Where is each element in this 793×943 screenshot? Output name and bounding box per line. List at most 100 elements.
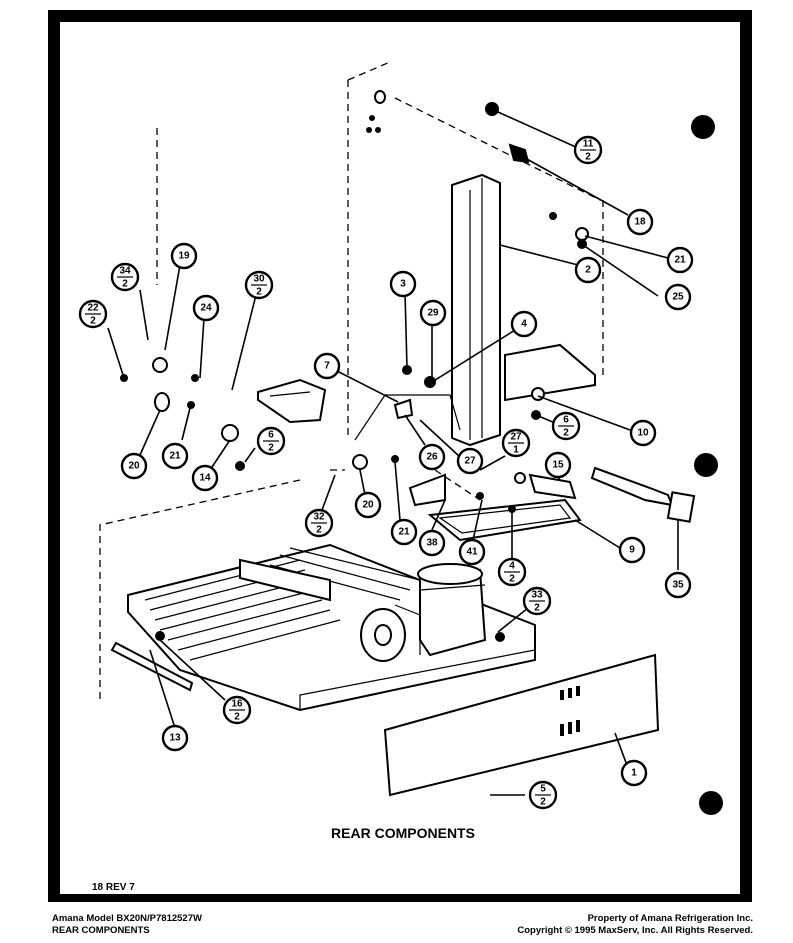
punch-hole-middle [694, 453, 718, 477]
punch-hole-top [691, 115, 715, 139]
callout-9: 9 [618, 536, 646, 564]
svg-text:2: 2 [268, 443, 274, 454]
footer-model: Amana Model BX20N/P7812527W [52, 913, 202, 924]
fraction-callouts: 112 342 302 222 62 62 271 322 42 332 162… [78, 135, 603, 810]
callout-35: 35 [664, 571, 692, 599]
callout-27-1: 271 [501, 428, 531, 458]
callout-29: 29 [419, 299, 447, 327]
svg-text:2: 2 [122, 279, 128, 290]
callout-21-center: 21 [390, 518, 418, 546]
callout-26: 26 [418, 443, 446, 471]
leader-lines [107, 111, 679, 796]
callout-6-2-right: 62 [551, 411, 581, 441]
svg-text:1: 1 [631, 768, 637, 779]
svg-text:14: 14 [199, 473, 211, 484]
revision-label: 18 REV 7 [92, 882, 135, 893]
svg-text:29: 29 [427, 308, 439, 319]
svg-text:34: 34 [119, 266, 131, 277]
svg-text:22: 22 [87, 303, 99, 314]
bracket-part-15 [528, 473, 577, 500]
callout-30-2: 302 [244, 270, 274, 300]
svg-text:7: 7 [324, 361, 330, 372]
svg-text:41: 41 [466, 547, 478, 558]
svg-text:21: 21 [169, 451, 181, 462]
callout-20-center: 20 [354, 491, 382, 519]
svg-text:25: 25 [672, 292, 684, 303]
svg-text:20: 20 [362, 500, 374, 511]
svg-text:3: 3 [400, 279, 406, 290]
svg-text:2: 2 [585, 152, 591, 163]
callout-41: 41 [458, 538, 486, 566]
condenser-coil [144, 547, 421, 661]
svg-text:4: 4 [509, 561, 515, 572]
svg-text:2: 2 [509, 574, 515, 585]
rear-access-panel-part-1 [383, 653, 660, 797]
svg-text:6: 6 [268, 430, 274, 441]
callout-32-2: 322 [304, 508, 334, 538]
fan-shroud [257, 378, 327, 424]
duct-panel [354, 343, 596, 441]
svg-text:2: 2 [563, 428, 569, 439]
svg-text:2: 2 [534, 603, 540, 614]
footer-copyright: Copyright © 1995 MaxServ, Inc. All Right… [517, 925, 753, 936]
callout-4-2: 42 [497, 557, 527, 587]
svg-text:35: 35 [672, 580, 684, 591]
svg-text:2: 2 [234, 712, 240, 723]
callout-20-left: 20 [120, 452, 148, 480]
svg-text:4: 4 [521, 319, 527, 330]
punch-hole-bottom [699, 791, 723, 815]
svg-text:19: 19 [178, 251, 190, 262]
part-callouts: 1 2 3 4 7 9 10 13 14 15 18 19 20 20 21 2… [120, 208, 694, 787]
callout-15: 15 [544, 451, 572, 479]
callout-38: 38 [418, 529, 446, 557]
svg-text:18: 18 [634, 217, 646, 228]
callout-18: 18 [626, 208, 654, 236]
footer-section: REAR COMPONENTS [52, 925, 150, 936]
vertical-channel-part-2 [451, 173, 501, 447]
callout-14: 14 [191, 464, 219, 492]
svg-text:9: 9 [629, 545, 635, 556]
page-frame [48, 10, 752, 902]
callout-16-2: 162 [222, 695, 252, 725]
callout-21-left: 21 [161, 442, 189, 470]
svg-text:21: 21 [674, 255, 686, 266]
callout-1: 1 [620, 759, 648, 787]
svg-text:30: 30 [253, 274, 265, 285]
svg-text:15: 15 [552, 460, 564, 471]
svg-text:6: 6 [563, 415, 569, 426]
callout-5-2: 52 [528, 780, 558, 810]
callout-22-2: 222 [78, 299, 108, 329]
callout-13: 13 [161, 724, 189, 752]
svg-text:20: 20 [128, 461, 140, 472]
callout-7: 7 [313, 352, 341, 380]
callout-33-2: 332 [522, 586, 552, 616]
callout-4: 4 [510, 310, 538, 338]
svg-text:27: 27 [510, 432, 522, 443]
callout-19: 19 [170, 242, 198, 270]
callout-27: 27 [456, 447, 484, 475]
svg-text:10: 10 [637, 428, 649, 439]
svg-text:11: 11 [583, 139, 594, 150]
svg-text:5: 5 [540, 784, 546, 795]
svg-text:2: 2 [585, 265, 591, 276]
drain-pan-part-9 [427, 498, 582, 542]
svg-text:33: 33 [531, 590, 543, 601]
dashed-assembly-lines [99, 61, 604, 700]
svg-text:13: 13 [169, 733, 181, 744]
svg-text:2: 2 [90, 316, 96, 327]
callout-11-2: 112 [573, 135, 603, 165]
svg-text:2: 2 [256, 287, 262, 298]
callout-25: 25 [664, 283, 692, 311]
power-cord-part-35 [590, 466, 696, 523]
condenser-fan [360, 604, 421, 662]
svg-text:2: 2 [316, 525, 322, 536]
callout-34-2: 342 [110, 262, 140, 292]
callout-21-right: 21 [666, 246, 694, 274]
small-hardware [120, 90, 589, 642]
callout-3: 3 [389, 270, 417, 298]
bracket-part-38 [408, 473, 446, 507]
callout-2: 2 [574, 256, 602, 284]
compressor [417, 563, 487, 657]
callout-10: 10 [629, 419, 657, 447]
